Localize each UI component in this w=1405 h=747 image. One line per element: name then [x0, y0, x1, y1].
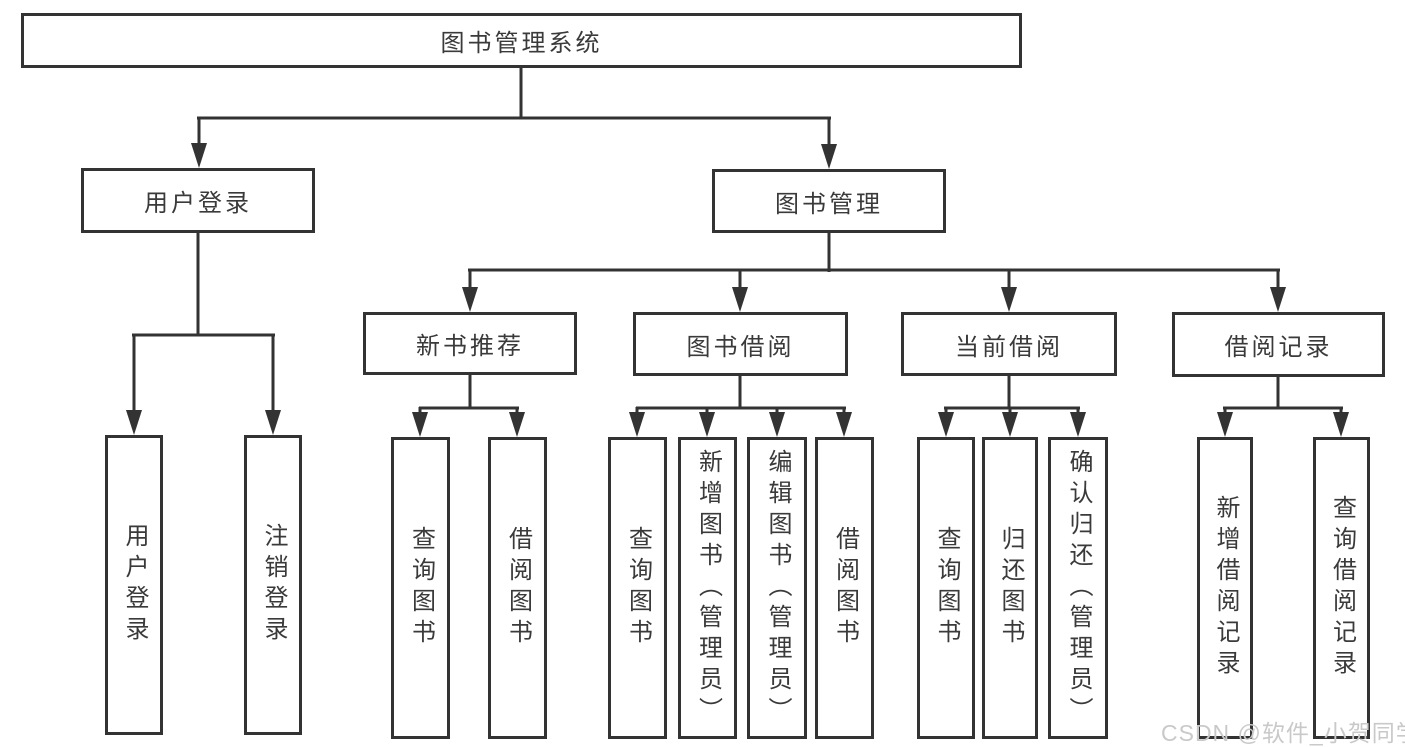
node-user-login: 用户登录	[81, 168, 315, 233]
node-label: 图书管理系统	[440, 30, 603, 57]
node-label: 归还图书	[997, 526, 1024, 650]
node-label: 新书推荐	[416, 333, 524, 360]
node-label: 编辑图书（管理员）	[764, 448, 791, 728]
node-label: 注销登录	[260, 523, 287, 647]
watermark: CSDN @软件_小贺同学	[1161, 720, 1405, 746]
leaf-add-borrow-record: 新增借阅记录	[1197, 437, 1253, 739]
node-current-borrowing: 当前借阅	[901, 312, 1117, 376]
node-label: 当前借阅	[955, 333, 1063, 361]
node-label: 查询图书	[624, 526, 652, 650]
node-book-borrowing: 图书借阅	[633, 312, 848, 376]
leaf-borrow-books-borrowing: 借阅图书	[815, 437, 874, 739]
node-library-management-system: 图书管理系统	[21, 13, 1022, 68]
node-borrowing-records: 借阅记录	[1172, 312, 1385, 377]
node-label: 借阅图书	[504, 526, 532, 650]
node-label: 确认归还（管理员）	[1065, 448, 1092, 728]
node-label: 用户登录	[121, 523, 148, 647]
leaf-add-books-admin: 新增图书（管理员）	[678, 437, 737, 739]
leaf-query-books-borrowing: 查询图书	[608, 437, 667, 739]
node-label: 新增图书（管理员）	[694, 448, 722, 728]
leaf-borrow-books-recommend: 借阅图书	[488, 437, 547, 739]
leaf-confirm-return-admin: 确认归还（管理员）	[1048, 437, 1108, 739]
node-book-management: 图书管理	[712, 169, 946, 233]
node-label: 查询图书	[407, 526, 435, 650]
leaf-query-books-recommend: 查询图书	[391, 437, 450, 739]
node-label: 图书借阅	[686, 333, 795, 361]
node-new-book-recommendation: 新书推荐	[363, 312, 577, 375]
node-label: 用户登录	[144, 190, 252, 217]
leaf-query-books-current: 查询图书	[917, 437, 975, 739]
node-label: 图书管理	[775, 190, 883, 218]
leaf-return-books: 归还图书	[982, 437, 1038, 739]
node-label: 新增借阅记录	[1212, 495, 1239, 681]
node-label: 查询借阅记录	[1328, 495, 1356, 681]
node-label: 查询图书	[933, 526, 960, 650]
node-label: 借阅图书	[831, 526, 859, 650]
leaf-logout: 注销登录	[244, 435, 302, 735]
node-label: 借阅记录	[1224, 334, 1333, 361]
leaf-user-login: 用户登录	[105, 435, 163, 735]
leaf-query-borrow-record: 查询借阅记录	[1313, 437, 1370, 739]
leaf-edit-books-admin: 编辑图书（管理员）	[747, 437, 807, 739]
